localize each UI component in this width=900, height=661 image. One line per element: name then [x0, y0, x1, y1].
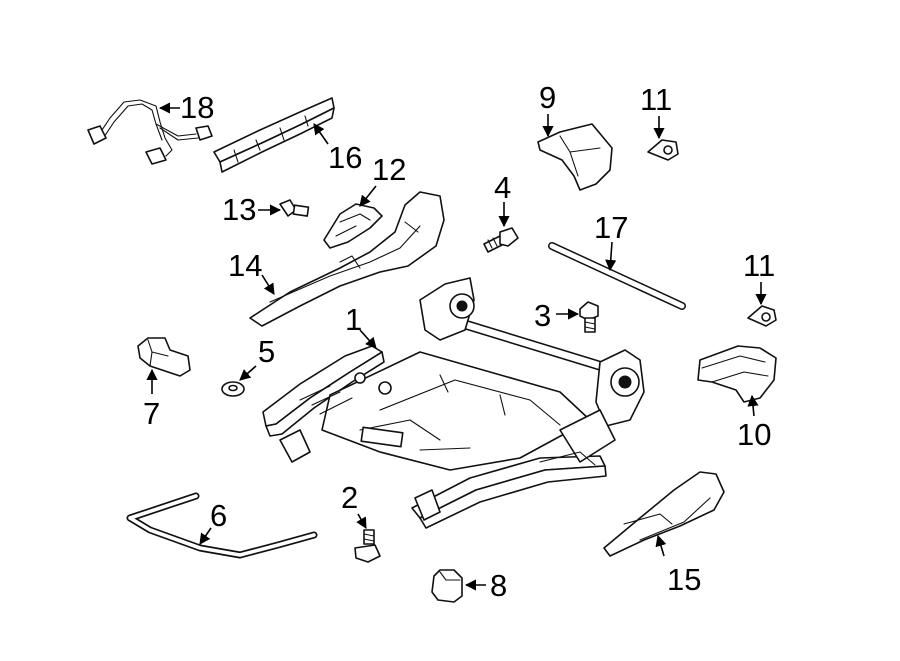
callout-11-top: 11	[640, 82, 672, 117]
part-12-bezel[interactable]	[323, 203, 383, 249]
part-2-bolt[interactable]	[354, 529, 381, 563]
part-17-rod[interactable]	[548, 242, 686, 310]
callout-17: 17	[594, 210, 628, 245]
part-4-bolt[interactable]	[483, 227, 519, 253]
part-10-cover[interactable]	[697, 345, 777, 403]
callout-9: 9	[539, 80, 556, 115]
part-15-side-shield[interactable]	[603, 471, 725, 557]
part-1-seat-adjuster-frame[interactable]	[262, 277, 645, 529]
part-9-cover[interactable]	[537, 123, 613, 191]
part-3-bolt[interactable]	[579, 301, 599, 333]
part-11-clip-top[interactable]	[647, 139, 679, 161]
part-6-wire[interactable]	[126, 492, 318, 559]
part-16-rail-cover[interactable]	[213, 97, 335, 173]
callout-labels: 1 2 3 4 5 6 7 8 9 10 11 11 12 13 14 15 1…	[143, 80, 775, 603]
callout-16: 16	[328, 140, 362, 175]
part-11-clip-right[interactable]	[747, 305, 777, 327]
part-14-side-shield[interactable]	[249, 191, 445, 327]
callout-18: 18	[180, 90, 214, 125]
part-18-wire-harness[interactable]	[87, 99, 213, 165]
part-7-cover[interactable]	[137, 337, 191, 377]
callout-14: 14	[228, 248, 262, 283]
callout-8: 8	[490, 568, 507, 603]
callout-13: 13	[222, 192, 256, 227]
callout-10: 10	[737, 417, 771, 452]
part-8-cap[interactable]	[431, 569, 463, 603]
callout-7: 7	[143, 396, 160, 431]
callout-5: 5	[258, 334, 275, 369]
callout-3: 3	[534, 298, 551, 333]
callout-11-right: 11	[743, 248, 775, 283]
leader-lines	[146, 102, 767, 591]
part-5-washer[interactable]	[221, 381, 245, 397]
callout-2: 2	[341, 480, 358, 515]
callout-4: 4	[494, 170, 511, 205]
part-13-bolt[interactable]	[279, 199, 310, 217]
callout-1: 1	[345, 302, 362, 337]
callout-12: 12	[372, 152, 406, 187]
callout-6: 6	[210, 498, 227, 533]
callout-15: 15	[667, 562, 701, 597]
